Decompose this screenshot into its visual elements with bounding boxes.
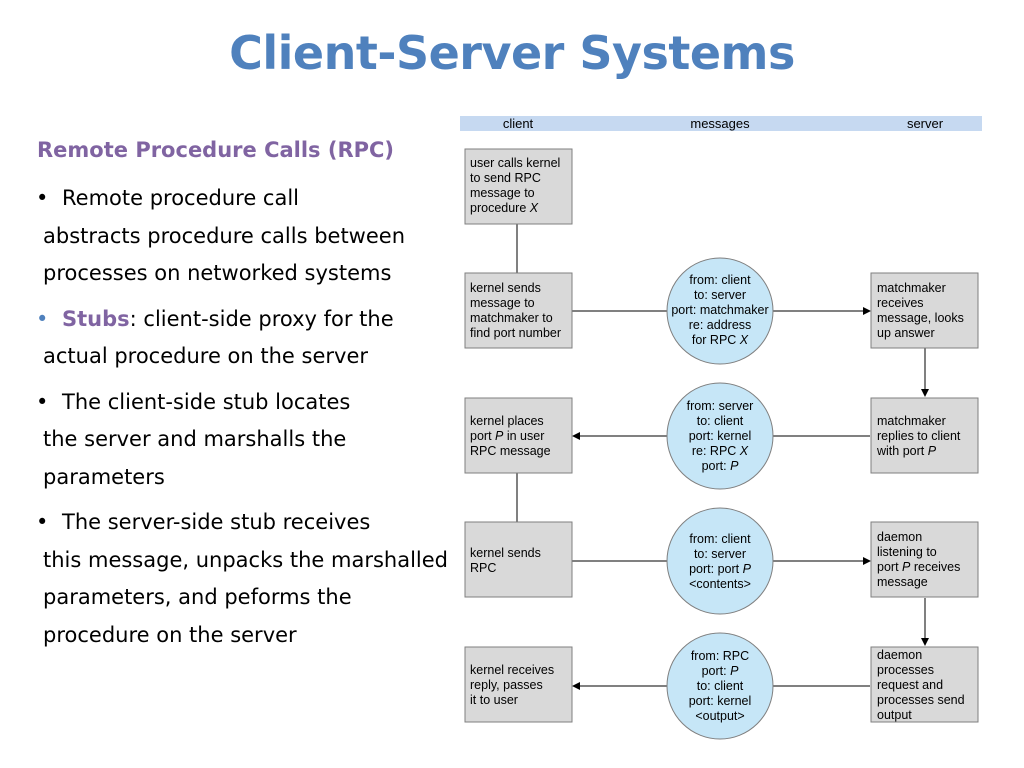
bullet-item: • The server-side stub receives this mess… — [36, 504, 456, 654]
header-server-label: server — [907, 116, 944, 131]
header-bar — [460, 116, 982, 131]
bullet-text-cont: abstracts procedure calls between proces… — [43, 223, 406, 286]
bullet-list: • Remote procedure call abstracts procedu… — [36, 180, 456, 662]
bullet-text: Remote procedure call — [62, 186, 300, 210]
bullet-dot: • — [36, 510, 49, 534]
header-client-label: client — [503, 116, 534, 131]
bullet-text: The server-side stub receives — [62, 510, 371, 534]
bullet-text: The client-side stub locates — [62, 389, 351, 414]
bullet-item: • Remote procedure call abstracts procedu… — [36, 180, 456, 293]
bullet-dot: • — [36, 186, 49, 210]
slide-title: Client-Server Systems — [229, 26, 795, 80]
bullet-item: • The client-side stub locates the server… — [36, 384, 456, 497]
bullet-text: : client-side proxy for the — [129, 306, 394, 331]
bullet-dot: • — [36, 306, 49, 331]
slide-subtitle: Remote Procedure Calls (RPC) — [37, 138, 395, 162]
bullet-text-cont: this message, unpacks the marshalled par… — [43, 547, 448, 647]
bullet-text-cont: the server and marshalls the parameters — [43, 427, 347, 489]
header-messages-label: messages — [690, 116, 750, 131]
bullet-keyword: Stubs — [62, 306, 130, 331]
bullet-item: • Stubs: client-side proxy for the actual… — [36, 301, 456, 376]
bullet-dot: • — [36, 389, 49, 414]
bullet-text-cont: actual procedure on the server — [43, 344, 369, 368]
